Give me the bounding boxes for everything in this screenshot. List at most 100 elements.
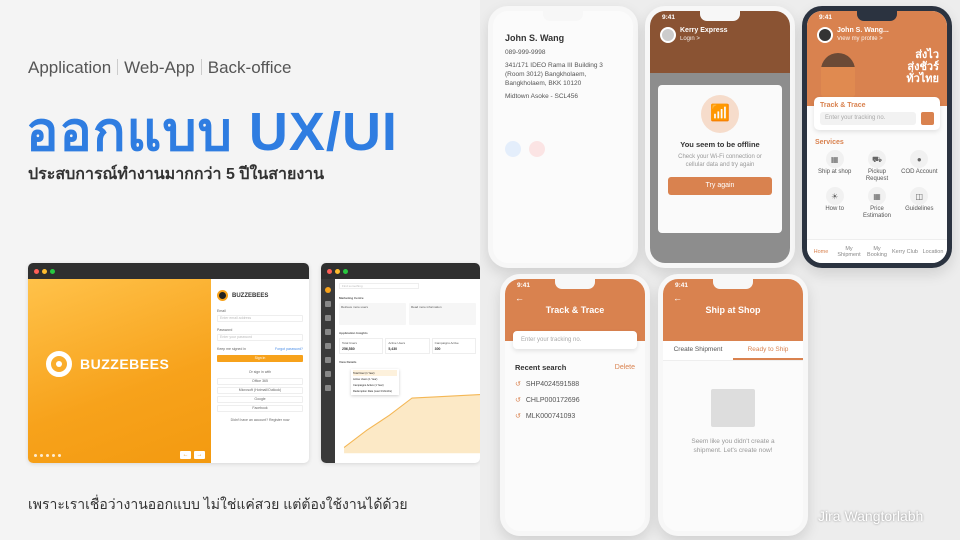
offline-dialog: 📶 You seem to be offline Check your Wi-F… [658, 85, 782, 233]
signin-button: Sign in [217, 355, 303, 362]
bottom-nav: Home My Shipment My Booking Kerry Club L… [807, 239, 947, 263]
password-label: Password [217, 328, 233, 332]
service-how-to[interactable]: ☀How to [815, 187, 854, 220]
recent-item[interactable]: ↺MLK000741093 [515, 413, 576, 420]
tab-ready[interactable]: Ready to Ship [733, 341, 803, 360]
nav-location[interactable]: Location [922, 248, 944, 255]
delete-button[interactable]: Delete [614, 364, 635, 371]
user-name: John S. Wang... [837, 27, 889, 34]
subtitle: ประสบการณ์ทำงานมากกว่า 5 ปีในสายงาน [28, 166, 325, 183]
tracking-input[interactable]: Enter your tracking no. [513, 331, 637, 349]
divider [117, 59, 119, 75]
nav-home[interactable]: Home [813, 248, 829, 255]
insights-heading: Application Insights [339, 331, 368, 335]
try-again-button[interactable]: Try again [668, 177, 772, 195]
offline-phone: 9:41 Kerry Express Login > 📶 You seem to… [645, 6, 795, 268]
view-details: View Details [339, 360, 357, 364]
facebook-button: Facebook [217, 405, 303, 412]
carousel-dots [34, 454, 61, 457]
category-webapp: Web-App [124, 58, 195, 77]
empty-box-icon [711, 389, 755, 427]
ship-title: Ship at Shop [705, 305, 761, 315]
forgot-link: Forgot password? [274, 347, 303, 351]
status-time: 9:41 [662, 14, 676, 21]
dashboard-area-chart [343, 394, 480, 454]
email-label: Email [217, 309, 226, 313]
ship-header: 9:41 ← Ship at Shop [663, 279, 803, 341]
category-backoffice: Back-office [207, 58, 292, 77]
password-field: Enter your password [217, 334, 303, 341]
dashboard-mockup: Find something Marketing Centre Retrieve… [321, 263, 480, 463]
avatar[interactable] [817, 27, 833, 43]
email-field: Enter email address [217, 315, 303, 322]
nav-booking[interactable]: My Booking [867, 245, 887, 258]
history-icon: ↺ [515, 413, 521, 420]
login-mockup: BUZZEBEES ←→ BUZZEBEES Email Enter email… [28, 263, 309, 463]
service-cod[interactable]: ●COD Account [900, 150, 939, 183]
home-phone: 9:41 John S. Wang... View my profile > ส… [802, 6, 952, 268]
buzzebees-logo: BUZZEBEES [46, 351, 169, 377]
avatar [660, 27, 676, 43]
track-card: Track & Trace Enter your tracking no. [814, 97, 940, 130]
banner-person [821, 53, 855, 97]
wifi-icon: 📶 [701, 95, 739, 133]
tagline: เพราะเราเชื่อว่างานออกแบบ ไม่ใช่แค่สวย แ… [28, 496, 408, 512]
offline-message: Check your Wi-Fi connection or cellular … [678, 154, 762, 168]
login-hero: BUZZEBEES ←→ [28, 279, 211, 463]
ship-phone: 9:41 ← Ship at Shop Create Shipment Ready t… [658, 274, 808, 536]
contact-name: John S. Wang [505, 33, 565, 43]
track-header: 9:41←Track & Trace [505, 279, 645, 341]
track-phone: 9:41←Track & Trace Enter your tracking n… [500, 274, 650, 536]
phone-header: 9:41 Kerry Express Login > [650, 11, 790, 73]
delete-icon[interactable] [529, 141, 545, 157]
page-title: ออกแบบ UX/UI [26, 102, 398, 162]
login-form: BUZZEBEES Email Enter email address Pass… [217, 279, 303, 463]
history-icon: ↺ [515, 381, 521, 388]
banner-slogan: ส่งไวส่งชัวร์ทั่วไทย [906, 49, 939, 85]
service-price[interactable]: ▦Price Estimation [857, 187, 896, 220]
tab-create[interactable]: Create Shipment [673, 346, 723, 353]
details-dropdown: Total User (1 Year)Active Users (1 Year)… [351, 369, 399, 395]
empty-state: Seem like you didn't create a shipment. … [677, 389, 789, 455]
profile-link[interactable]: View my profile > [837, 36, 883, 42]
register-text: Didn't have an account? Register now [230, 418, 290, 422]
track-title: Track & Trace [545, 305, 605, 315]
phone-mockups: John S. Wang 089-999-9998 341/171 IDEO R… [480, 0, 960, 540]
service-guidelines[interactable]: ◫Guidelines [900, 187, 939, 220]
watermark: Jira Wangtorlabh [818, 508, 924, 524]
google-button: Google [217, 396, 303, 403]
card-info: Read more information [409, 303, 476, 325]
service-ship-at-shop[interactable]: ▦Ship at shop [815, 150, 854, 183]
home-header: 9:41 John S. Wang... View my profile > ส… [807, 11, 947, 106]
left-panel: Application Web-App Back-office ออกแบบ UX/… [26, 58, 480, 512]
tracking-input[interactable]: Enter your tracking no. [820, 112, 916, 125]
brand-name: Kerry Express [680, 27, 728, 34]
browser-bar [28, 263, 309, 279]
keep-signed: Keep me signed in [217, 347, 246, 351]
recent-item[interactable]: ↺CHLP000172696 [515, 397, 580, 404]
offline-title: You seem to be offline [680, 140, 760, 149]
qr-scan-icon[interactable] [921, 112, 934, 125]
nav-club[interactable]: Kerry Club [892, 248, 918, 255]
edit-icon[interactable] [505, 141, 521, 157]
office-button: Office 365 [217, 378, 303, 385]
contact-phone: 089-999-9998 [505, 49, 546, 56]
dashboard-sidebar [321, 279, 335, 463]
service-pickup[interactable]: ⛟Pickup Request [857, 150, 896, 183]
category-line: Application Web-App Back-office [28, 58, 292, 78]
login-link[interactable]: Login > [680, 36, 700, 42]
marketing-heading: Marketing Centre [339, 296, 364, 300]
dashboard-content: Find something Marketing Centre Retrieve… [335, 279, 480, 463]
or-text: Or sign in with [248, 370, 272, 374]
back-icon[interactable]: ← [673, 293, 682, 303]
nav-shipment[interactable]: My Shipment [837, 245, 861, 258]
category-application: Application [28, 58, 112, 77]
form-brand: BUZZEBEES [217, 290, 303, 301]
divider [200, 59, 202, 75]
status-time: 9:41 [675, 282, 689, 289]
recent-item[interactable]: ↺SHP4024591588 [515, 381, 580, 388]
back-icon[interactable]: ← [515, 293, 524, 303]
